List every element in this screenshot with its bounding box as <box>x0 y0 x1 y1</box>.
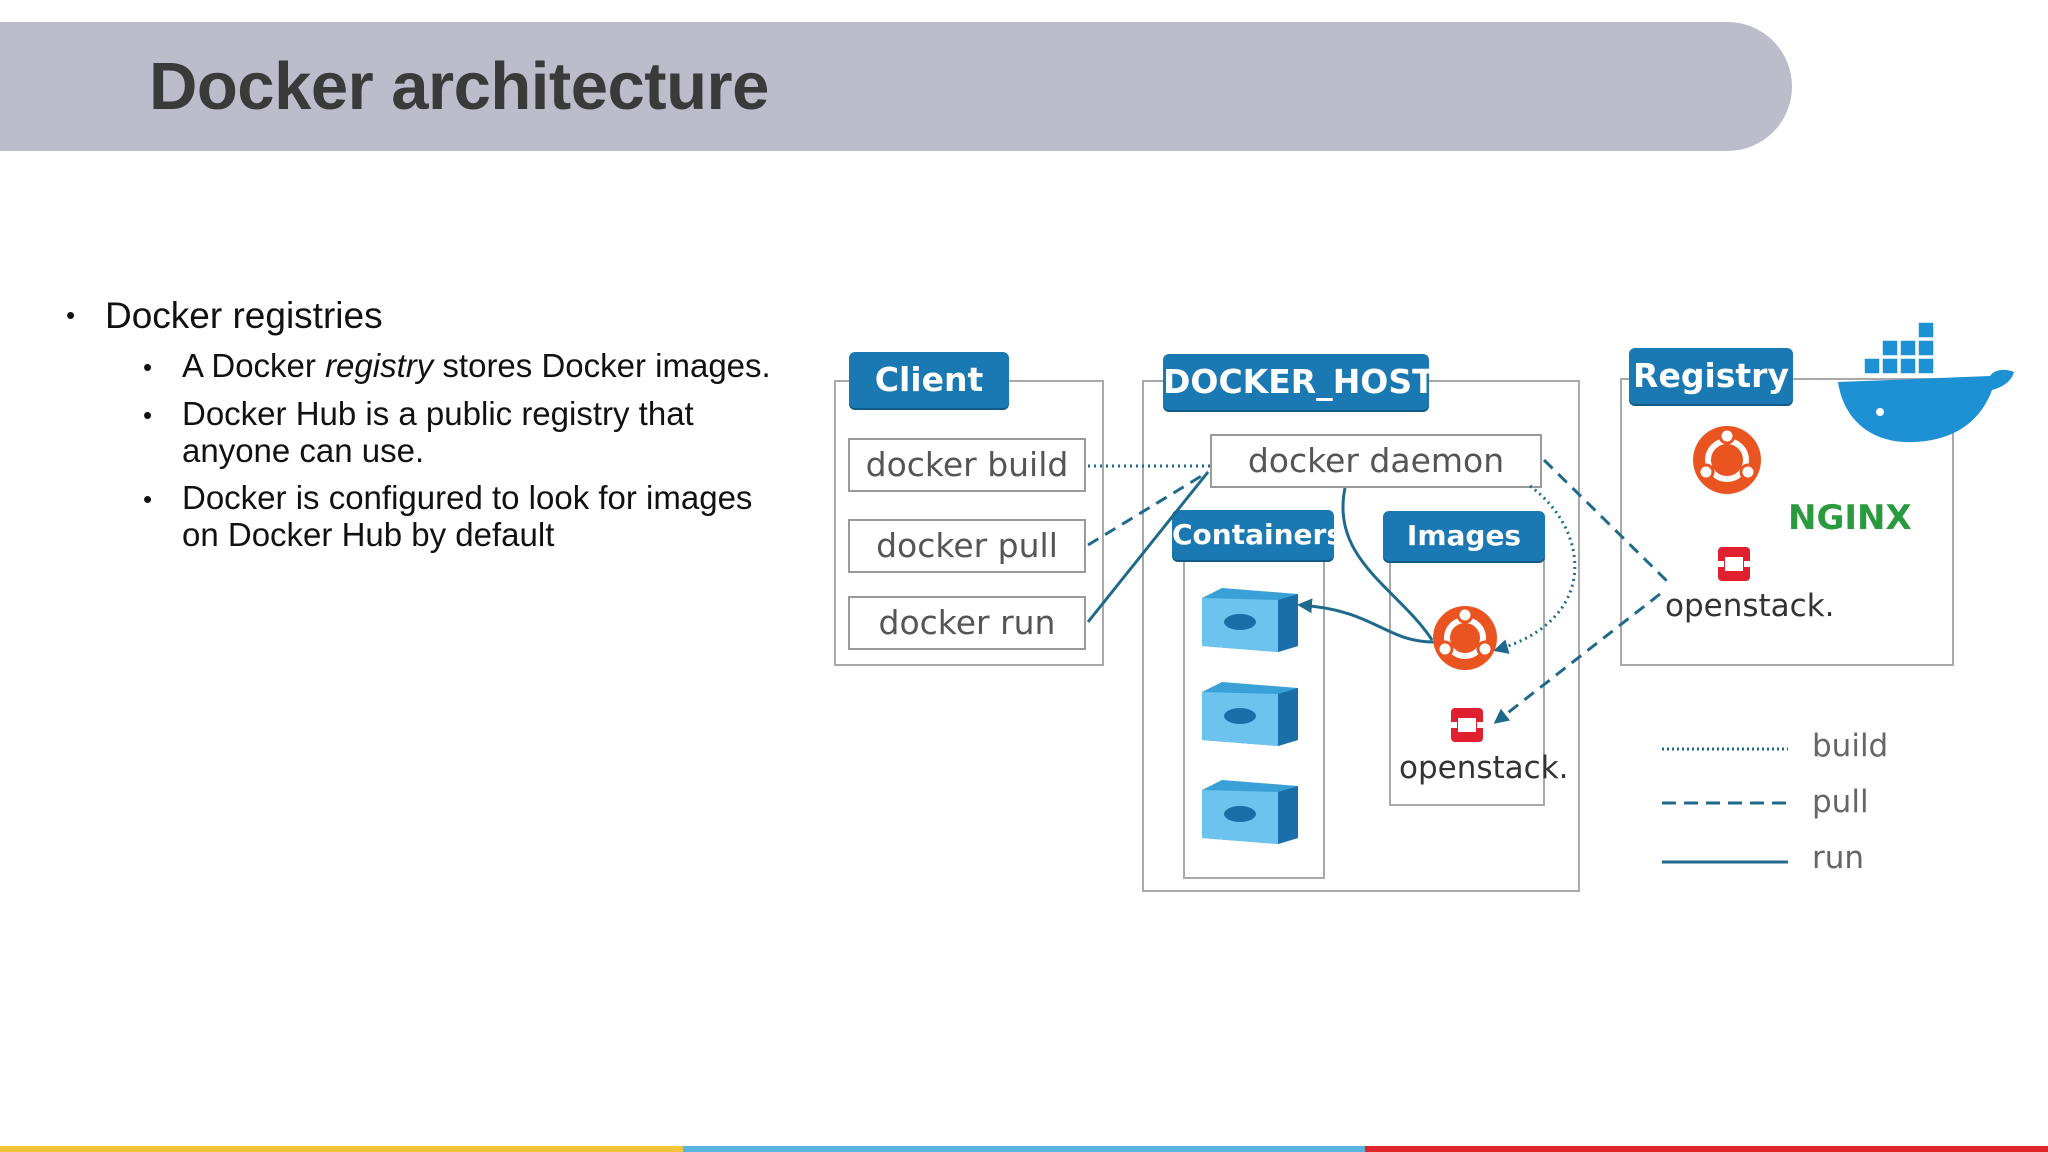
bullet-main: Docker registries <box>105 295 383 336</box>
container-icon <box>1202 780 1298 844</box>
bullet-dot: • <box>143 400 153 430</box>
openstack-icon <box>1718 547 1750 581</box>
docker-pull-box: docker pull <box>848 519 1086 573</box>
bullet-dot: • <box>143 484 153 514</box>
images-box <box>1389 550 1545 806</box>
bullet-sub-3-line-2: on Docker Hub by default <box>182 516 555 553</box>
run-line <box>1086 471 1210 623</box>
client-tag: Client <box>849 352 1009 408</box>
registry-tag: Registry <box>1629 348 1793 404</box>
nginx-logo: NGINX <box>1788 498 1912 538</box>
footer-stripe-blue <box>683 1146 1365 1152</box>
bullet-sub-1: A Docker registry stores Docker images. <box>182 347 771 385</box>
container-icon <box>1202 682 1298 746</box>
build-arrow-line <box>1493 484 1577 654</box>
openstack-images-label: openstack. <box>1399 750 1569 786</box>
title-bar <box>0 22 1792 151</box>
docker-whale-icon <box>1838 321 2014 443</box>
openstack-registry-label: openstack. <box>1665 588 1835 624</box>
legend-build-label: build <box>1812 728 1889 764</box>
legend-pull-label: pull <box>1812 784 1869 820</box>
pull-arrow-line <box>1493 592 1661 724</box>
images-tag: Images <box>1383 511 1545 561</box>
bullet-sub-3-line-1: Docker is configured to look for images <box>182 479 753 516</box>
bullet-sub-1-pre: A Docker <box>182 347 326 384</box>
footer-stripe-red <box>1365 1146 2048 1152</box>
bullet-sub-1-post: stores Docker images. <box>433 347 771 384</box>
containers-tag: Containers <box>1172 510 1343 560</box>
ubuntu-icon <box>1433 606 1497 670</box>
bullet-sub-2-line-1: Docker Hub is a public registry that <box>182 395 694 432</box>
bullet-sub-1-em: registry <box>325 347 434 384</box>
ubuntu-icon <box>1693 426 1761 494</box>
slide-title: Docker architecture <box>149 49 769 124</box>
docker-build-box: docker build <box>848 438 1086 492</box>
openstack-icon <box>1451 708 1483 742</box>
bullet-sub-2-line-2: anyone can use. <box>182 432 425 469</box>
footer-stripe-yellow <box>0 1146 683 1152</box>
docker-run-box: docker run <box>848 596 1086 650</box>
docker-daemon-box: docker daemon <box>1210 434 1542 488</box>
pull-line-to-registry <box>1542 458 1672 586</box>
pull-line <box>1087 470 1209 547</box>
legend-run-label: run <box>1812 840 1865 876</box>
run-image-to-container <box>1297 598 1435 644</box>
bullet-dot: • <box>66 300 76 330</box>
docker-host-tag: DOCKER_HOST <box>1163 354 1435 410</box>
bullet-dot: • <box>143 352 153 382</box>
container-icon <box>1202 588 1298 652</box>
run-daemon-to-image <box>1341 487 1434 641</box>
